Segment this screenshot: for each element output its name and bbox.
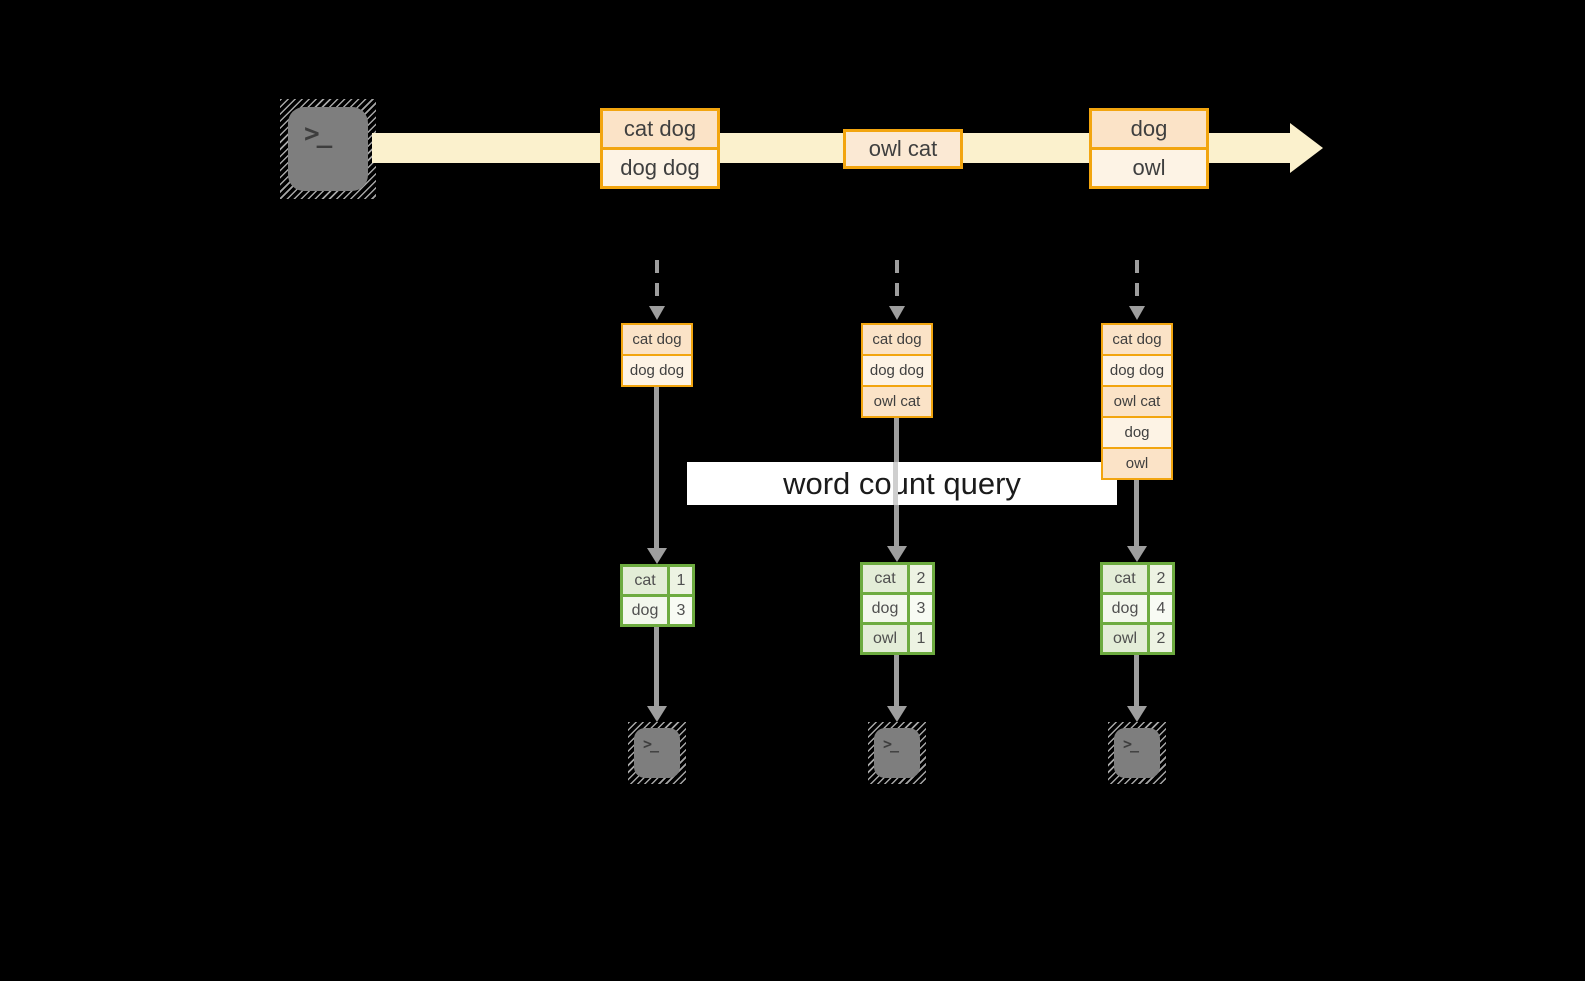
message-buffer-3: cat dog dog dog owl cat dog owl — [1101, 323, 1173, 480]
arrowhead-icon — [647, 706, 667, 722]
message-row: dog — [1092, 111, 1206, 147]
arrowhead-icon — [887, 706, 907, 722]
message-buffer-1: cat dog dog dog — [621, 323, 693, 387]
count-cell: 3 — [910, 595, 932, 622]
count-table-2: cat 2 dog 3 owl 1 — [860, 562, 935, 655]
buffer-row: dog dog — [623, 354, 691, 385]
count-cell: 1 — [670, 567, 692, 594]
consumer-terminal-icon-1: >_ — [628, 722, 686, 784]
count-table-3: cat 2 dog 4 owl 2 — [1100, 562, 1175, 655]
producer-terminal-icon: >_ — [280, 99, 376, 199]
consumer-terminal-icon-2: >_ — [868, 722, 926, 784]
terminal-prompt-icon: >_ — [643, 735, 659, 753]
dashed-arrow-line — [1135, 260, 1139, 306]
message-row: owl — [1092, 147, 1206, 186]
buffer-row: cat dog — [623, 325, 691, 354]
dashed-arrowhead-icon — [889, 306, 905, 320]
word-cell: dog — [623, 597, 667, 624]
word-cell: dog — [863, 595, 907, 622]
count-cell: 3 — [670, 597, 692, 624]
stream-message-1: cat dog dog dog — [600, 108, 720, 189]
message-row: owl cat — [846, 132, 960, 166]
arrow-line — [654, 627, 659, 706]
consumer-terminal-icon-3: >_ — [1108, 722, 1166, 784]
query-label: word count query — [687, 462, 1117, 505]
terminal-prompt-icon: >_ — [304, 119, 332, 149]
terminal-prompt-icon: >_ — [883, 735, 899, 753]
message-row: cat dog — [603, 111, 717, 147]
count-table-1: cat 1 dog 3 — [620, 564, 695, 627]
arrow-line — [1134, 655, 1139, 706]
dashed-arrow-line — [655, 260, 659, 306]
arrow-line — [1134, 480, 1139, 546]
message-buffer-2: cat dog dog dog owl cat — [861, 323, 933, 418]
arrowhead-icon — [1127, 546, 1147, 562]
terminal-screen: >_ — [634, 728, 680, 778]
word-cell: cat — [863, 565, 907, 592]
word-cell: cat — [1103, 565, 1147, 592]
buffer-row: owl — [1103, 447, 1171, 478]
arrow-through-label — [893, 462, 898, 505]
buffer-row: owl cat — [1103, 385, 1171, 416]
count-cell: 2 — [1150, 625, 1172, 652]
dashed-arrowhead-icon — [1129, 306, 1145, 320]
count-cell: 1 — [910, 625, 932, 652]
buffer-row: cat dog — [863, 325, 931, 354]
buffer-row: dog dog — [863, 354, 931, 385]
arrow-line — [654, 387, 659, 548]
count-cell: 2 — [1150, 565, 1172, 592]
buffer-row: cat dog — [1103, 325, 1171, 354]
stream-arrowhead-icon — [1290, 123, 1323, 173]
word-cell: cat — [623, 567, 667, 594]
dashed-arrowhead-icon — [649, 306, 665, 320]
query-label-text: word count query — [783, 465, 1021, 501]
terminal-prompt-icon: >_ — [1123, 735, 1139, 753]
dashed-arrow-line — [895, 260, 899, 306]
arrowhead-icon — [1127, 706, 1147, 722]
word-cell: owl — [863, 625, 907, 652]
arrowhead-icon — [887, 546, 907, 562]
arrow-line — [894, 655, 899, 706]
terminal-screen: >_ — [874, 728, 920, 778]
message-row: dog dog — [603, 147, 717, 186]
count-cell: 4 — [1150, 595, 1172, 622]
word-cell: owl — [1103, 625, 1147, 652]
terminal-screen: >_ — [288, 107, 368, 191]
count-cell: 2 — [910, 565, 932, 592]
buffer-row: dog — [1103, 416, 1171, 447]
stream-message-2: owl cat — [843, 129, 963, 169]
arrowhead-icon — [647, 548, 667, 564]
buffer-row: dog dog — [1103, 354, 1171, 385]
stream-message-3: dog owl — [1089, 108, 1209, 189]
buffer-row: owl cat — [863, 385, 931, 416]
word-cell: dog — [1103, 595, 1147, 622]
terminal-screen: >_ — [1114, 728, 1160, 778]
